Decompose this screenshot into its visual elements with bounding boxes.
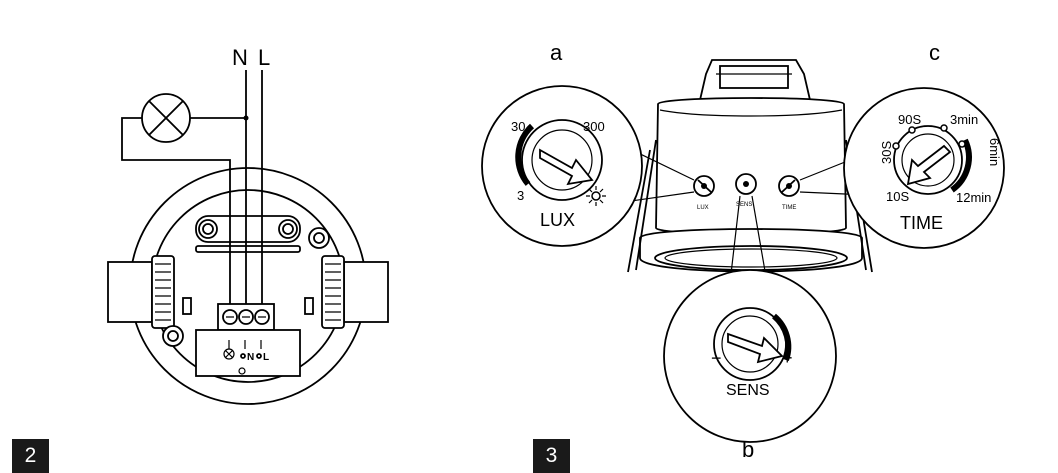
- sensor-body: [627, 59, 873, 273]
- callout-c: c: [929, 40, 940, 65]
- screw-top-right: [308, 227, 330, 249]
- sens-title: SENS: [726, 382, 770, 399]
- lamp-icon: [141, 93, 191, 143]
- time-dial-pointer: [906, 144, 952, 186]
- sens-plus-label: +: [782, 348, 793, 368]
- time-10s-label: 10S: [886, 189, 909, 204]
- body-dial-time: [778, 175, 800, 197]
- figure-3-number-badge: 3: [533, 439, 570, 473]
- screw-bottom-left: [162, 325, 184, 347]
- figure-2-wiring: N L N L: [107, 45, 389, 405]
- lux-callout: [481, 85, 643, 247]
- terminal-l-label: L: [263, 352, 269, 363]
- wire-lamp-switched: [121, 117, 231, 304]
- lux-min-label: 3: [517, 188, 524, 203]
- time-12min-label: 12min: [956, 190, 991, 205]
- mounting-clip-left: [107, 255, 192, 329]
- time-title: TIME: [900, 213, 943, 233]
- sens-callout: [663, 269, 837, 443]
- sens-dial-pointer: [727, 332, 784, 364]
- terminal-block: [217, 303, 275, 331]
- lux-mid-label: 30: [511, 119, 525, 134]
- time-3min-label: 3min: [950, 112, 978, 127]
- sun-icon: [586, 186, 606, 206]
- lux-dial-pointer: [539, 148, 594, 186]
- sens-minus-label: −: [711, 348, 722, 368]
- terminal-label-panel: [195, 329, 301, 377]
- body-label-sens: SENS: [736, 202, 752, 208]
- body-label-time: TIME: [782, 205, 796, 211]
- body-dial-lux: [693, 175, 715, 197]
- mounting-clip-right: [304, 255, 389, 329]
- time-30s-label: 30S: [879, 141, 894, 164]
- callout-b: b: [742, 437, 754, 462]
- time-callout: [843, 87, 1005, 249]
- fixing-bracket: [195, 215, 301, 253]
- wire-n-label: N: [232, 45, 248, 70]
- body-label-lux: LUX: [697, 205, 709, 211]
- time-6min-label: 6min: [987, 138, 1002, 166]
- body-dial-sens: [735, 173, 757, 195]
- figure-2-number-badge: 2: [12, 439, 49, 473]
- sens-dial-arc: [771, 313, 792, 361]
- time-90s-label: 90S: [898, 112, 921, 127]
- figure-3-adjustments: LUX SENS TIME LUX 3 30 300: [481, 40, 1005, 462]
- callout-a: a: [550, 40, 563, 65]
- wire-l-label: L: [258, 45, 270, 70]
- terminal-n-label: N: [247, 352, 254, 363]
- lux-max-label: 300: [583, 119, 605, 134]
- lux-title: LUX: [540, 210, 575, 230]
- lux-dial-arc: [515, 123, 535, 186]
- time-dial-arc: [950, 138, 972, 193]
